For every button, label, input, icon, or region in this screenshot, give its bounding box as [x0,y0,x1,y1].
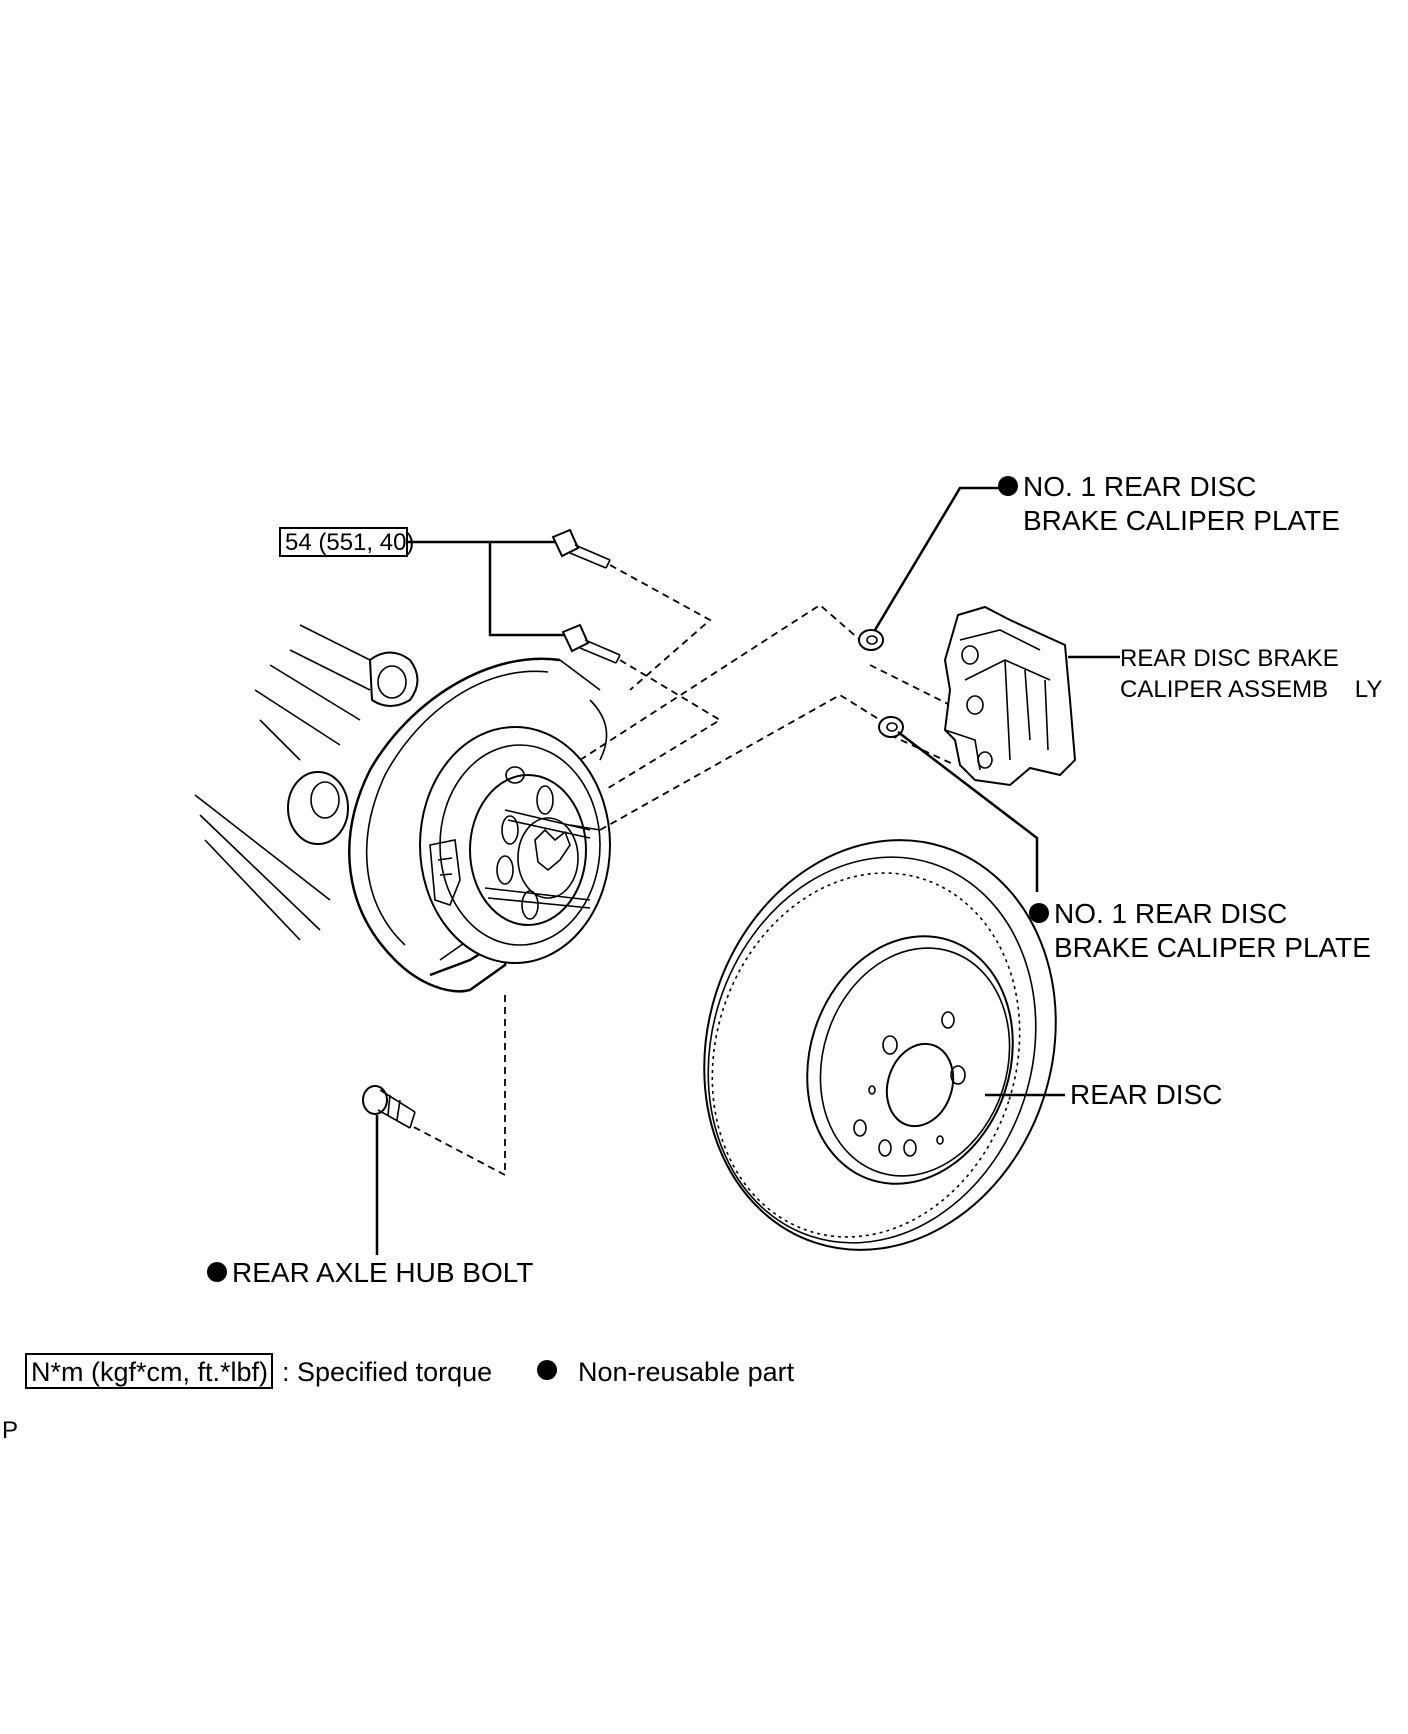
caliper-assembly-drawing [943,605,1077,787]
leader-plate-bottom [897,731,1039,892]
legend-non-reusable-icon [537,1360,557,1380]
legend-torque-desc: : Specified torque [282,1357,492,1387]
legend-torque-unit: N*m (kgf*cm, ft.*lbf) [31,1357,268,1387]
rear-disc-drawing [703,839,1057,1251]
hub-bolt-label: REAR AXLE HUB BOLT [232,1257,533,1288]
caliper-plate-lower-drawing [878,716,904,738]
caliper-label-line2: CALIPER ASSEMB LY [1120,676,1382,703]
rear-disc-label: REAR DISC [1070,1079,1222,1110]
caliper-label-line1: REAR DISC BRAKE [1120,645,1339,672]
caliper-bolt-lower-drawing [561,623,621,664]
hub-bolt-drawing [362,1085,416,1129]
caliper-bolt-upper-drawing [551,528,611,569]
assembly-dashed-lines [409,564,956,1177]
steering-knuckle-drawing [194,624,419,941]
plate-top-label-line1: NO. 1 REAR DISC [1023,471,1256,502]
plate-bottom-label-line2: BRAKE CALIPER PLATE [1054,932,1371,963]
leader-plate-top [873,486,1000,631]
caliper-plate-upper-drawing [858,629,884,651]
legend-torque-box [25,1353,273,1389]
torque-spec-label: 54 (551, 40) [285,529,414,556]
non-reusable-marker-hub-bolt [207,1262,227,1282]
plate-top-label-line2: BRAKE CALIPER PLATE [1023,505,1340,536]
torque-spec-box [279,527,408,557]
legend-non-reusable-desc: Non-reusable part [578,1357,795,1387]
axle-hub-drawing [419,726,611,964]
corner-mark: P [2,1417,18,1444]
plate-bottom-label-line1: NO. 1 REAR DISC [1054,898,1287,929]
non-reusable-marker-plate-bottom [1029,903,1049,923]
non-reusable-marker-plate-top [998,476,1018,496]
